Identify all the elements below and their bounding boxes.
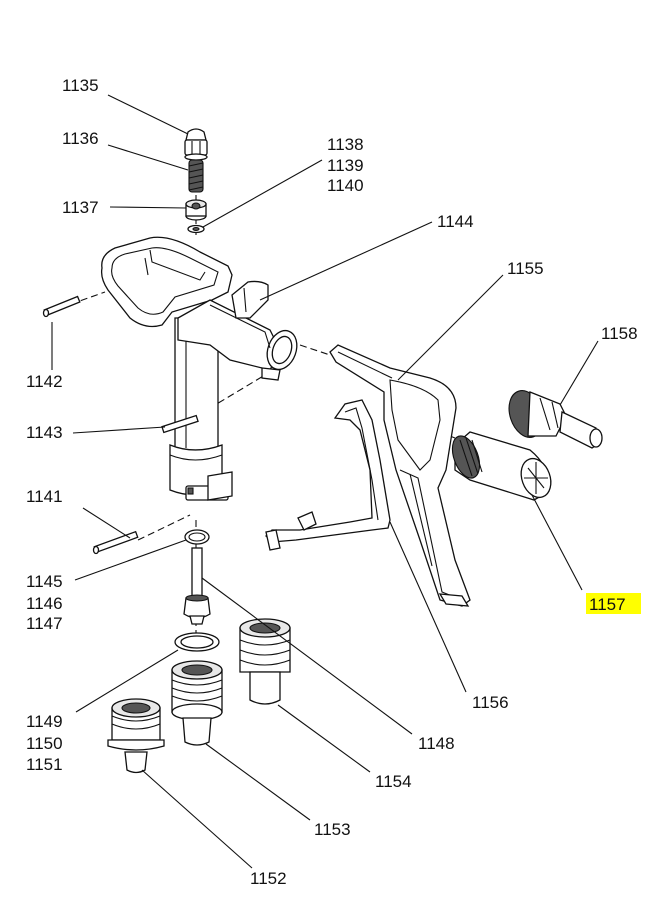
callout-1155: 1155 [507,259,544,278]
part-1136-spring [188,159,204,193]
part-1155-handle [329,344,471,607]
part-1157-air-valve [451,431,552,501]
part-1137-nut [185,199,207,221]
part-1154-fluid-nozzle [239,618,291,705]
part-1142-pin [42,295,81,318]
callout-1136: 1136 [62,129,99,148]
callout-1157: 1157 [589,595,626,614]
part-1145-needle-assembly [183,529,211,625]
callout-1143: 1143 [26,423,63,442]
callout-1135: 1135 [62,76,99,95]
callout-1138: 1138 [327,135,364,154]
part-1152-fluid-nozzle [107,698,165,774]
part-1156-trigger [265,399,391,551]
callout-1156: 1156 [472,693,509,712]
part-1158-fluid-adjuster [508,390,603,449]
part-1149-gasket [174,632,220,652]
part-1153-fluid-nozzle [171,660,223,746]
highlight-1157 [586,593,641,614]
callout-1139: 1139 [327,156,364,175]
callout-1141: 1141 [26,487,63,506]
leader-lines [51,94,599,869]
callout-1140: 1140 [327,176,364,195]
part-1143-pin [161,414,199,434]
callout-1137: 1137 [62,198,99,217]
callout-1158: 1158 [601,324,638,343]
callout-1149: 1149 [26,712,63,731]
callout-1153: 1153 [314,820,351,839]
part-1141-pin [92,530,139,555]
part-1135-cap-nut [184,128,208,161]
callout-1145: 1145 [26,572,63,591]
callout-1147: 1147 [26,614,63,633]
callout-1151: 1151 [26,755,63,774]
part-1144-gun-body [100,236,298,501]
callout-1142: 1142 [26,372,63,391]
callout-1146: 1146 [26,594,63,613]
callout-1144: 1144 [437,212,474,231]
callout-1148: 1148 [418,734,455,753]
callout-1152: 1152 [250,869,287,888]
part-1138-washer [187,224,205,234]
callout-1154: 1154 [375,772,412,791]
callout-labels: 1135 1136 1137 1138 1139 1140 1144 1155 … [26,76,638,888]
callout-1150: 1150 [26,734,63,753]
